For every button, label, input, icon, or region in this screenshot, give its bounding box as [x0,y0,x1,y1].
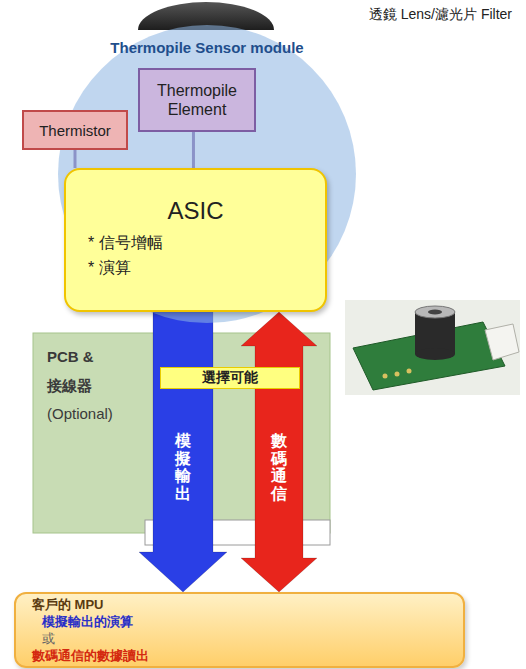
lens-filter-label: 透鏡 Lens/濾光片 Filter [369,6,512,24]
thermopile-box: Thermopile Element [138,68,256,132]
option-band: 選擇可能 [160,367,300,389]
node-text: Thermopile Sensor module [58,25,356,56]
mpu-box: 客戶的 MPU模擬輸出的演算或數碼通信的數據讀出 [14,592,465,668]
photo-ground [345,300,520,395]
node-text: 模擬輸出的演算 [32,613,447,630]
signal-arrow [139,312,227,592]
node-text: ASIC [78,197,313,225]
node-text: (Optional) [47,400,316,429]
module-circle [58,25,356,323]
sensor-window [428,310,442,315]
solder-pad [395,372,400,377]
arrow-label: 數碼通信 [271,432,287,502]
thermistor-box: Thermistor [22,110,128,150]
signal-arrow [241,312,317,592]
node-text: 客戶的 MPU [32,596,447,613]
node-text: Thermistor [30,122,120,139]
node-text: 選擇可能 [165,369,295,387]
arrow-label: 模擬輸出 [175,432,191,502]
node-text: PCB & 接線器 [47,343,111,400]
solder-pad [383,374,388,379]
connector [485,324,519,360]
node-text: 或 [32,630,447,647]
node-text: * 信号增幅 [88,233,313,254]
sensor-cap [415,306,455,318]
node-text: * 演算 [88,258,313,279]
node-text: Thermopile Element [146,81,248,119]
asic-box: ASIC * 信号增幅 * 演算 [64,168,327,312]
sensor-can [415,348,455,360]
solder-pad [407,369,412,374]
sensor-module: Thermopile Sensor moduleThermistorThermo… [58,25,356,323]
module-photo [345,300,520,395]
node-text: 數碼通信的數據讀出 [32,647,447,664]
